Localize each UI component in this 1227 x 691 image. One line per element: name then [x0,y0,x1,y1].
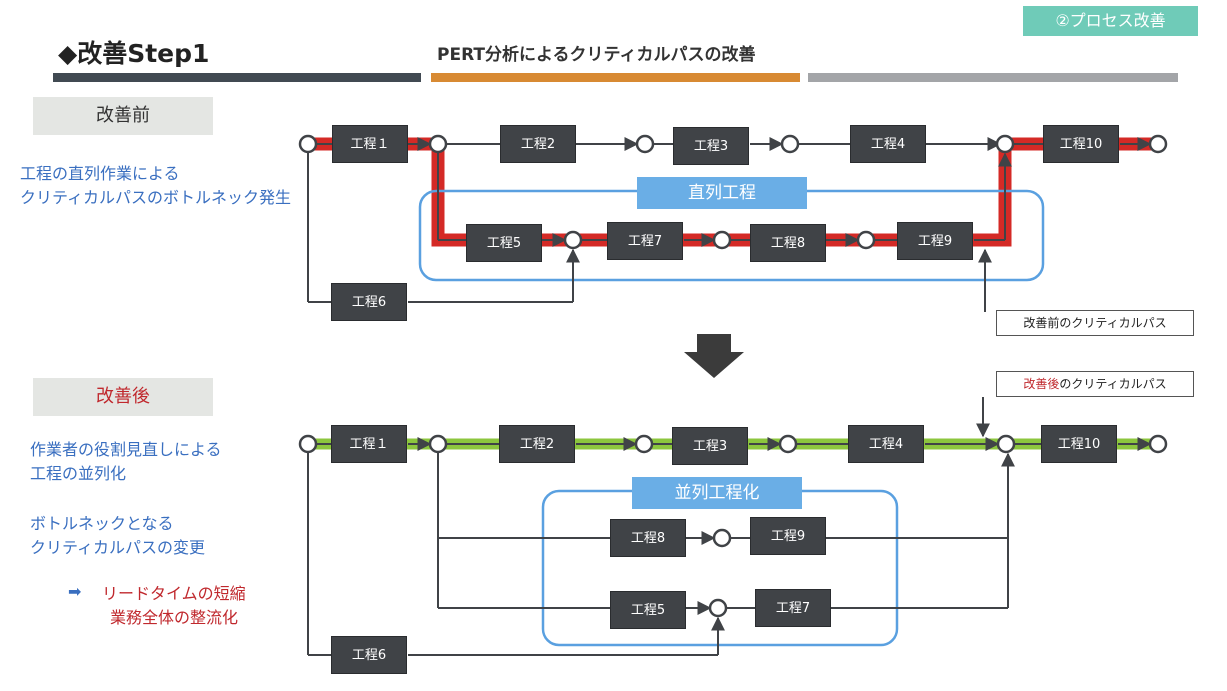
after-result-line: 業務全体の整流化 [110,608,239,627]
page-subtitle: PERT分析によるクリティカルパスの改善 [437,45,756,65]
page-title: ◆改善Step1 [58,39,210,68]
header-bar-middle [431,73,800,82]
after-description-line: 工程の並列化 [30,464,127,483]
before-node-process6: 工程6 [331,283,407,321]
after-description-line: 作業者の役割見直しによる [30,440,222,459]
before-node-process2: 工程2 [500,125,576,163]
after-event-circles [298,434,1168,618]
after-label: 改善後 [33,378,213,416]
before-description-line: 工程の直列作業による [20,164,180,183]
header-bar-right [808,73,1178,82]
before-node-process5: 工程5 [466,224,542,262]
parallel-group-label: 並列工程化 [632,477,802,509]
before-description: 工程の直列作業による クリティカルパスのボトルネック発生 [20,162,291,210]
after-result: リードタイムの短縮 業務全体の整流化 [102,582,246,630]
after-note-highlight: 改善後 [1023,377,1060,391]
parallel-group-box [541,489,899,647]
before-node-process1: 工程１ [332,125,408,163]
after-node-process3: 工程3 [672,427,748,465]
before-node-process9: 工程9 [897,222,973,260]
result-arrow-icon: ➡ [68,582,82,601]
serial-group-label: 直列工程 [637,177,807,209]
after-description-2: ボトルネックとなる クリティカルパスの変更 [30,512,205,560]
before-connectors [307,137,1152,312]
before-node-process7: 工程7 [607,222,683,260]
before-description-line: クリティカルパスのボトルネック発生 [20,188,292,207]
after-node-process4: 工程4 [848,425,924,463]
after-description-1: 作業者の役割見直しによる 工程の並列化 [30,438,222,486]
after-node-process7: 工程7 [755,589,831,627]
after-node-process5: 工程5 [610,591,686,629]
after-note-text: のクリティカルパス [1059,377,1167,391]
before-critical-path-note: 改善前のクリティカルパス [996,310,1194,336]
after-node-process8: 工程8 [610,519,686,557]
after-description-line: ボトルネックとなる [30,514,174,533]
before-event-circles [298,134,1168,250]
after-node-process1: 工程１ [331,425,407,463]
header-bar-left [53,73,421,82]
down-arrow-icon [684,334,744,378]
after-result-line: リードタイムの短縮 [102,584,246,603]
after-connectors [307,397,1152,656]
after-node-process2: 工程2 [499,425,575,463]
after-node-process10: 工程10 [1041,425,1117,463]
after-critical-path-note: 改善後のクリティカルパス [996,371,1194,397]
after-description-line: クリティカルパスの変更 [30,538,206,557]
before-node-process4: 工程4 [850,125,926,163]
after-node-process9: 工程9 [750,517,826,555]
section-tag: ②プロセス改善 [1023,6,1198,36]
before-label: 改善前 [33,97,213,135]
before-node-process10: 工程10 [1043,125,1119,163]
after-node-process6: 工程6 [331,636,407,674]
before-node-process8: 工程8 [750,224,826,262]
before-node-process3: 工程3 [673,127,749,165]
